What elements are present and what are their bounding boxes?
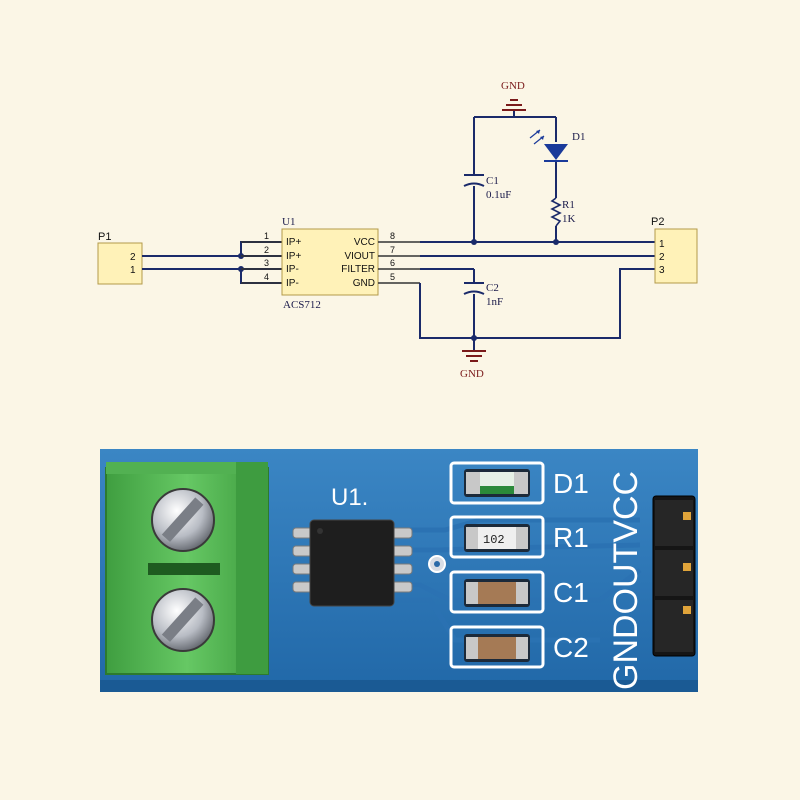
screw-terminal-block (105, 462, 269, 675)
u1-pin-name: IP+ (286, 237, 301, 248)
ground-symbol-top: GND (501, 80, 526, 111)
gnd-top-label: GND (501, 80, 525, 92)
u1-pin-number: 2 (264, 245, 269, 255)
r1-value: 1K (562, 213, 576, 225)
pcb-board: U1. D1 102 R1 (100, 449, 698, 692)
p2-pin-label: 1 (659, 239, 665, 250)
resistor-r1: R1 1K (550, 197, 576, 227)
schematic: P1 2 1 1 2 3 4 (97, 80, 698, 380)
junction-dot (471, 239, 477, 245)
nets (419, 110, 655, 350)
p1-pin-label: 1 (130, 265, 136, 276)
u1-pin-name: IP- (286, 264, 299, 275)
d1-silk-label: D1 (553, 468, 589, 499)
u1-pin-number: 4 (264, 272, 269, 282)
u1-pin-name: VIOUT (344, 251, 375, 262)
p2-pin-label: 3 (659, 265, 665, 276)
u1-pin-name: VCC (354, 237, 375, 248)
u1-pin-number: 8 (390, 231, 395, 241)
u1-pin-number: 5 (390, 272, 395, 282)
capacitor-footprint-c1: C1 (449, 570, 589, 614)
resistor-code: 102 (483, 533, 505, 547)
ground-symbol-bottom: GND (460, 350, 486, 380)
c2-value: 1nF (486, 296, 503, 308)
u1-pin-name: FILTER (341, 264, 375, 275)
p2-ref: P2 (651, 216, 664, 228)
u1-part: ACS712 (283, 299, 321, 311)
r1-silk-label: R1 (553, 522, 589, 553)
u1-pin-name: GND (353, 278, 375, 289)
c2-silk-label: C2 (553, 632, 589, 663)
capacitor-c2: C2 1nF (463, 282, 503, 308)
u1-pin-name: IP+ (286, 251, 301, 262)
u1-pin-name: IP- (286, 278, 299, 289)
gnd-bottom-label: GND (460, 368, 484, 380)
u1-ref: U1 (282, 216, 295, 228)
capacitor-footprint-c2: C2 (449, 625, 589, 669)
ic-u1: U1 ACS712 IP+ IP+ IP- IP- VCC VIOUT FILT… (281, 216, 379, 311)
u1-pin-number: 3 (264, 258, 269, 268)
led-footprint-d1: D1 (449, 461, 589, 505)
u1-pin-number: 6 (390, 258, 395, 268)
u1-pin-number: 1 (264, 231, 269, 241)
capacitor-c1: C1 0.1uF (463, 174, 511, 201)
u1-pin-number: 7 (390, 245, 395, 255)
p1-pin-label: 2 (130, 252, 136, 263)
p2-pin-label: 2 (659, 252, 665, 263)
header-labels: GNDOUTVCC (607, 471, 645, 690)
c1-silk-label: C1 (553, 577, 589, 608)
c1-ref: C1 (486, 175, 499, 187)
led-d1: D1 (529, 129, 585, 162)
connector-p2: P2 1 2 3 (651, 216, 698, 284)
p1-wires (142, 241, 282, 284)
pin-header (652, 495, 696, 657)
c2-ref: C2 (486, 282, 499, 294)
junction-dot (553, 239, 559, 245)
ic-chip-u1: U1. (292, 484, 413, 607)
connector-p1: P1 2 1 (97, 231, 143, 285)
r1-ref: R1 (562, 199, 575, 211)
d1-ref: D1 (572, 131, 585, 143)
u1-silk-label: U1. (331, 484, 368, 511)
p1-ref: P1 (98, 231, 111, 243)
c1-value: 0.1uF (486, 189, 511, 201)
junction-dot (471, 335, 477, 341)
resistor-footprint-r1: 102 R1 (449, 515, 589, 559)
